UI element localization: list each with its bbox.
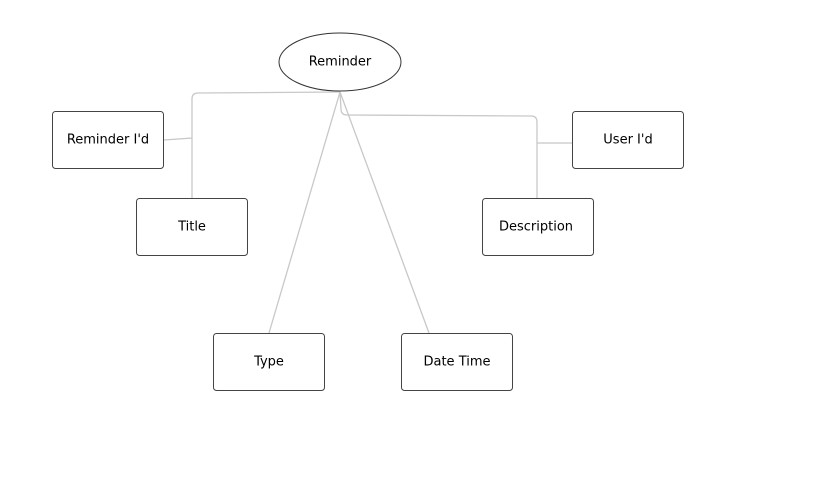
attribute-box bbox=[213, 333, 325, 391]
attribute-label: Type bbox=[253, 355, 284, 370]
attribute-date-time[interactable]: Date Time bbox=[401, 333, 513, 391]
entity-label: Reminder bbox=[309, 55, 372, 70]
connectors bbox=[163, 91, 572, 334]
attribute-box bbox=[136, 198, 248, 256]
attribute-label: Title bbox=[177, 220, 206, 235]
attribute-user-id[interactable]: User I'd bbox=[572, 111, 684, 169]
entity-ellipse bbox=[278, 32, 402, 92]
attribute-box bbox=[401, 333, 513, 391]
attribute-label: User I'd bbox=[603, 133, 652, 148]
connector-type bbox=[268, 91, 341, 334]
connector-date-time bbox=[339, 91, 430, 334]
connector-user-id bbox=[339, 91, 572, 144]
attribute-box bbox=[572, 111, 684, 169]
attribute-label: Description bbox=[499, 220, 573, 235]
connector-reminder-id bbox=[163, 91, 341, 141]
attribute-label: Reminder I'd bbox=[67, 133, 149, 148]
attribute-box bbox=[52, 111, 164, 169]
attribute-description[interactable]: Description bbox=[482, 198, 594, 256]
attribute-type[interactable]: Type bbox=[213, 333, 325, 391]
attribute-box bbox=[482, 198, 594, 256]
entity-reminder[interactable]: Reminder bbox=[278, 32, 402, 92]
attribute-label: Date Time bbox=[423, 355, 490, 370]
attribute-reminder-id[interactable]: Reminder I'd bbox=[52, 111, 164, 169]
attribute-title[interactable]: Title bbox=[136, 198, 248, 256]
